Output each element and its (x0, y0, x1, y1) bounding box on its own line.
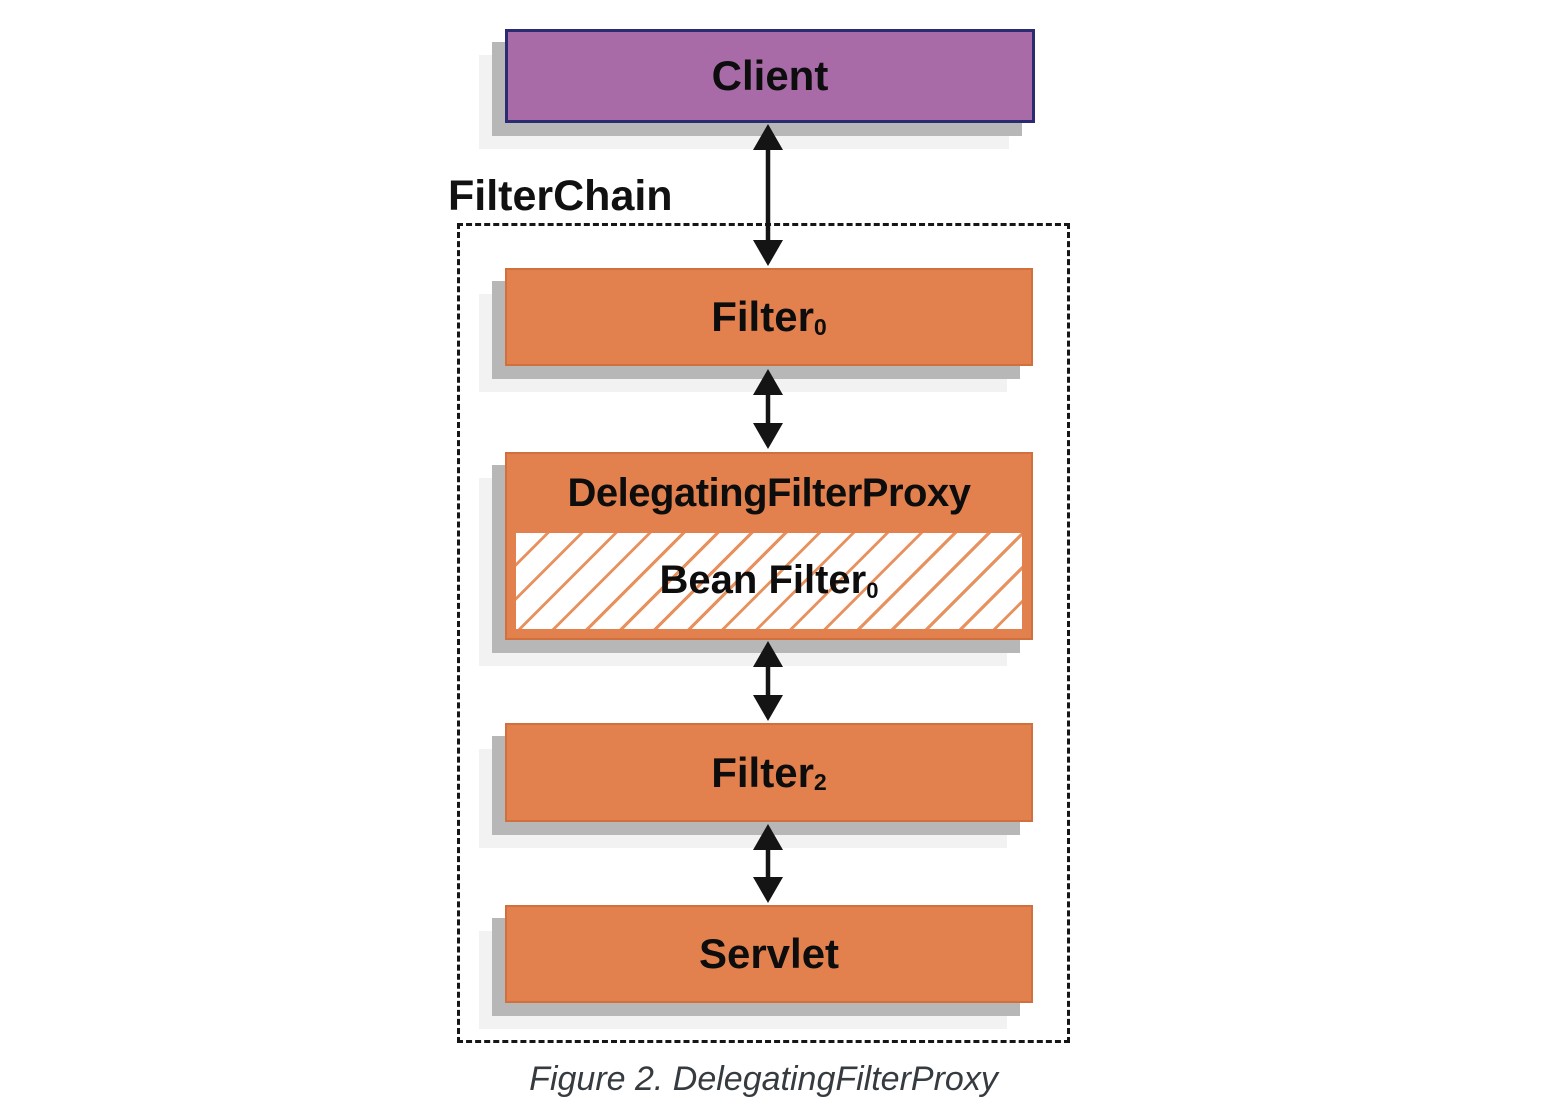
delegating-filter-proxy-label: DelegatingFilterProxy (567, 470, 971, 515)
filter2-subscript: 2 (813, 769, 827, 796)
client-label: Client (711, 52, 829, 99)
bean-filter-subscript: 0 (866, 577, 879, 603)
filter0-subscript: 0 (813, 313, 827, 340)
filter2-label: Filter (711, 748, 814, 796)
bean-filter-label: Bean Filter (659, 558, 867, 603)
filter0-label: Filter (711, 293, 814, 340)
servlet-label: Servlet (698, 930, 840, 977)
figure-caption: Figure 2. DelegatingFilterProxy (529, 1060, 998, 1098)
client-node: Client (505, 29, 1035, 123)
filterchain-label: FilterChain (448, 172, 673, 220)
filterchain-dashed-boundary (457, 223, 1070, 1043)
servlet-node: Servlet (505, 905, 1033, 1003)
